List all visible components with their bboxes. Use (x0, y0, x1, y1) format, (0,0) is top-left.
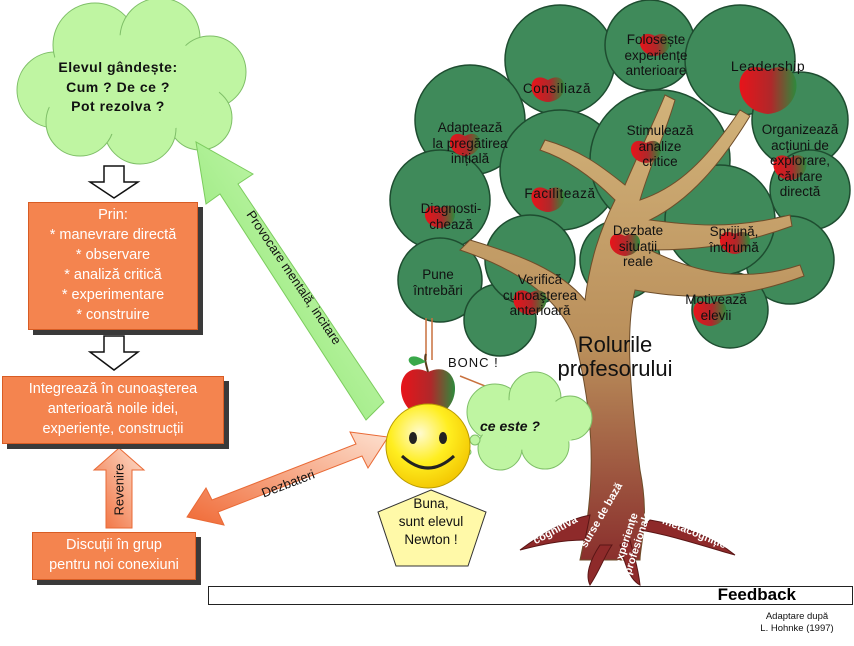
methods-line: * analiză critică (64, 267, 162, 283)
student-thought-text: Elevul gândește: Cum ? De ce ? Pot rezol… (38, 58, 198, 117)
role-organizeaza: Organizează acțiuni de explorare, căutar… (761, 122, 839, 200)
apple (630, 140, 662, 163)
bonc-label: BONC ! (448, 355, 499, 370)
integrate-box: Integrează în cunoaşterea anterioară noi… (2, 376, 224, 444)
group-line: pentru noi conexiuni (49, 557, 179, 573)
apples (424, 33, 807, 326)
apple (531, 187, 565, 212)
tree-roots (519, 514, 736, 586)
apple (449, 133, 481, 156)
apple (693, 301, 727, 326)
tree-trunk (459, 94, 805, 561)
arrow-down-1 (87, 165, 141, 199)
newton-line: sunt elevul (398, 513, 464, 529)
methods-box: Prin: * manevrare directă * observare * … (28, 202, 198, 330)
role-dezbate: Dezbate situații reale (612, 223, 664, 270)
role-sprijina: Sprijină, îndrumă (709, 224, 759, 255)
apple (639, 33, 671, 56)
apple (609, 233, 641, 256)
role-diagnosticheaza: Diagnosti- chează (420, 201, 482, 232)
methods-line: * observare (75, 247, 151, 263)
integrate-line: experiențe, construcții (42, 421, 184, 437)
provocare-arrow (195, 141, 385, 421)
role-foloseste: Folosește experiențe anterioare (624, 32, 688, 79)
tree-title-line: Rolurile (577, 332, 653, 357)
role-pune: Pune întrebări (413, 267, 463, 298)
thought-line: Cum ? De ce ? (66, 78, 170, 95)
role-faciliteaza: Facilitează (524, 186, 596, 201)
credit: Adaptare după L. Hohnke (1997) (742, 611, 852, 635)
newton-line: Buna, (413, 496, 449, 511)
credit-line: L. Hohnke (1997) (760, 622, 834, 634)
group-discussion-box: Discuții în grup pentru noi conexiuni (32, 532, 196, 580)
apple (424, 205, 456, 228)
methods-line: * construire (76, 307, 150, 323)
integrate-line: anterioară noile idei, (47, 401, 179, 417)
role-adapteaza: Adaptează la pregătirea inițială (432, 120, 508, 167)
apple (773, 155, 807, 180)
newton-text: Buna, sunt elevul Newton ! (388, 495, 474, 549)
role-leadership: Leadership (730, 58, 806, 74)
feedback-bar: Feedback (208, 585, 853, 605)
feedback-label: Feedback (717, 585, 796, 604)
role-motiveaza: Motivează elevii (685, 292, 747, 323)
methods-line: * manevrare directă (49, 227, 177, 243)
tree-title: Rolurile profesorului (530, 332, 700, 382)
integrate-line: Integrează în cunoaşterea (28, 381, 198, 397)
apple (739, 67, 797, 114)
role-stimuleaza: Stimulează analize critice (626, 123, 694, 170)
student-thought-cloud (16, 0, 247, 165)
credit-line: Adaptare după (765, 611, 829, 622)
methods-line: Prin: (98, 207, 128, 223)
role-verifica: Verifică cunoaşterea anterioară (502, 272, 578, 319)
tree-title-line: profesorului (557, 356, 673, 382)
smiley-face (385, 403, 471, 489)
methods-line: * experimentare (61, 287, 165, 303)
group-line: Discuții în grup (66, 537, 162, 553)
thought-line: Elevul gândește: (58, 59, 178, 75)
newton-pentagon (377, 489, 487, 567)
arrow-down-2 (87, 335, 141, 371)
apple (513, 290, 547, 315)
thought-line: Pot rezolva ? (71, 98, 165, 115)
apple (531, 77, 565, 102)
revenire-label: Revenire (111, 463, 127, 516)
revenire-arrow (92, 447, 146, 529)
newton-line: Newton ! (404, 531, 458, 547)
role-consiliaza: Consiliază (522, 81, 592, 96)
apple (719, 231, 751, 254)
question-cloud-text: ce este ? (480, 418, 540, 434)
